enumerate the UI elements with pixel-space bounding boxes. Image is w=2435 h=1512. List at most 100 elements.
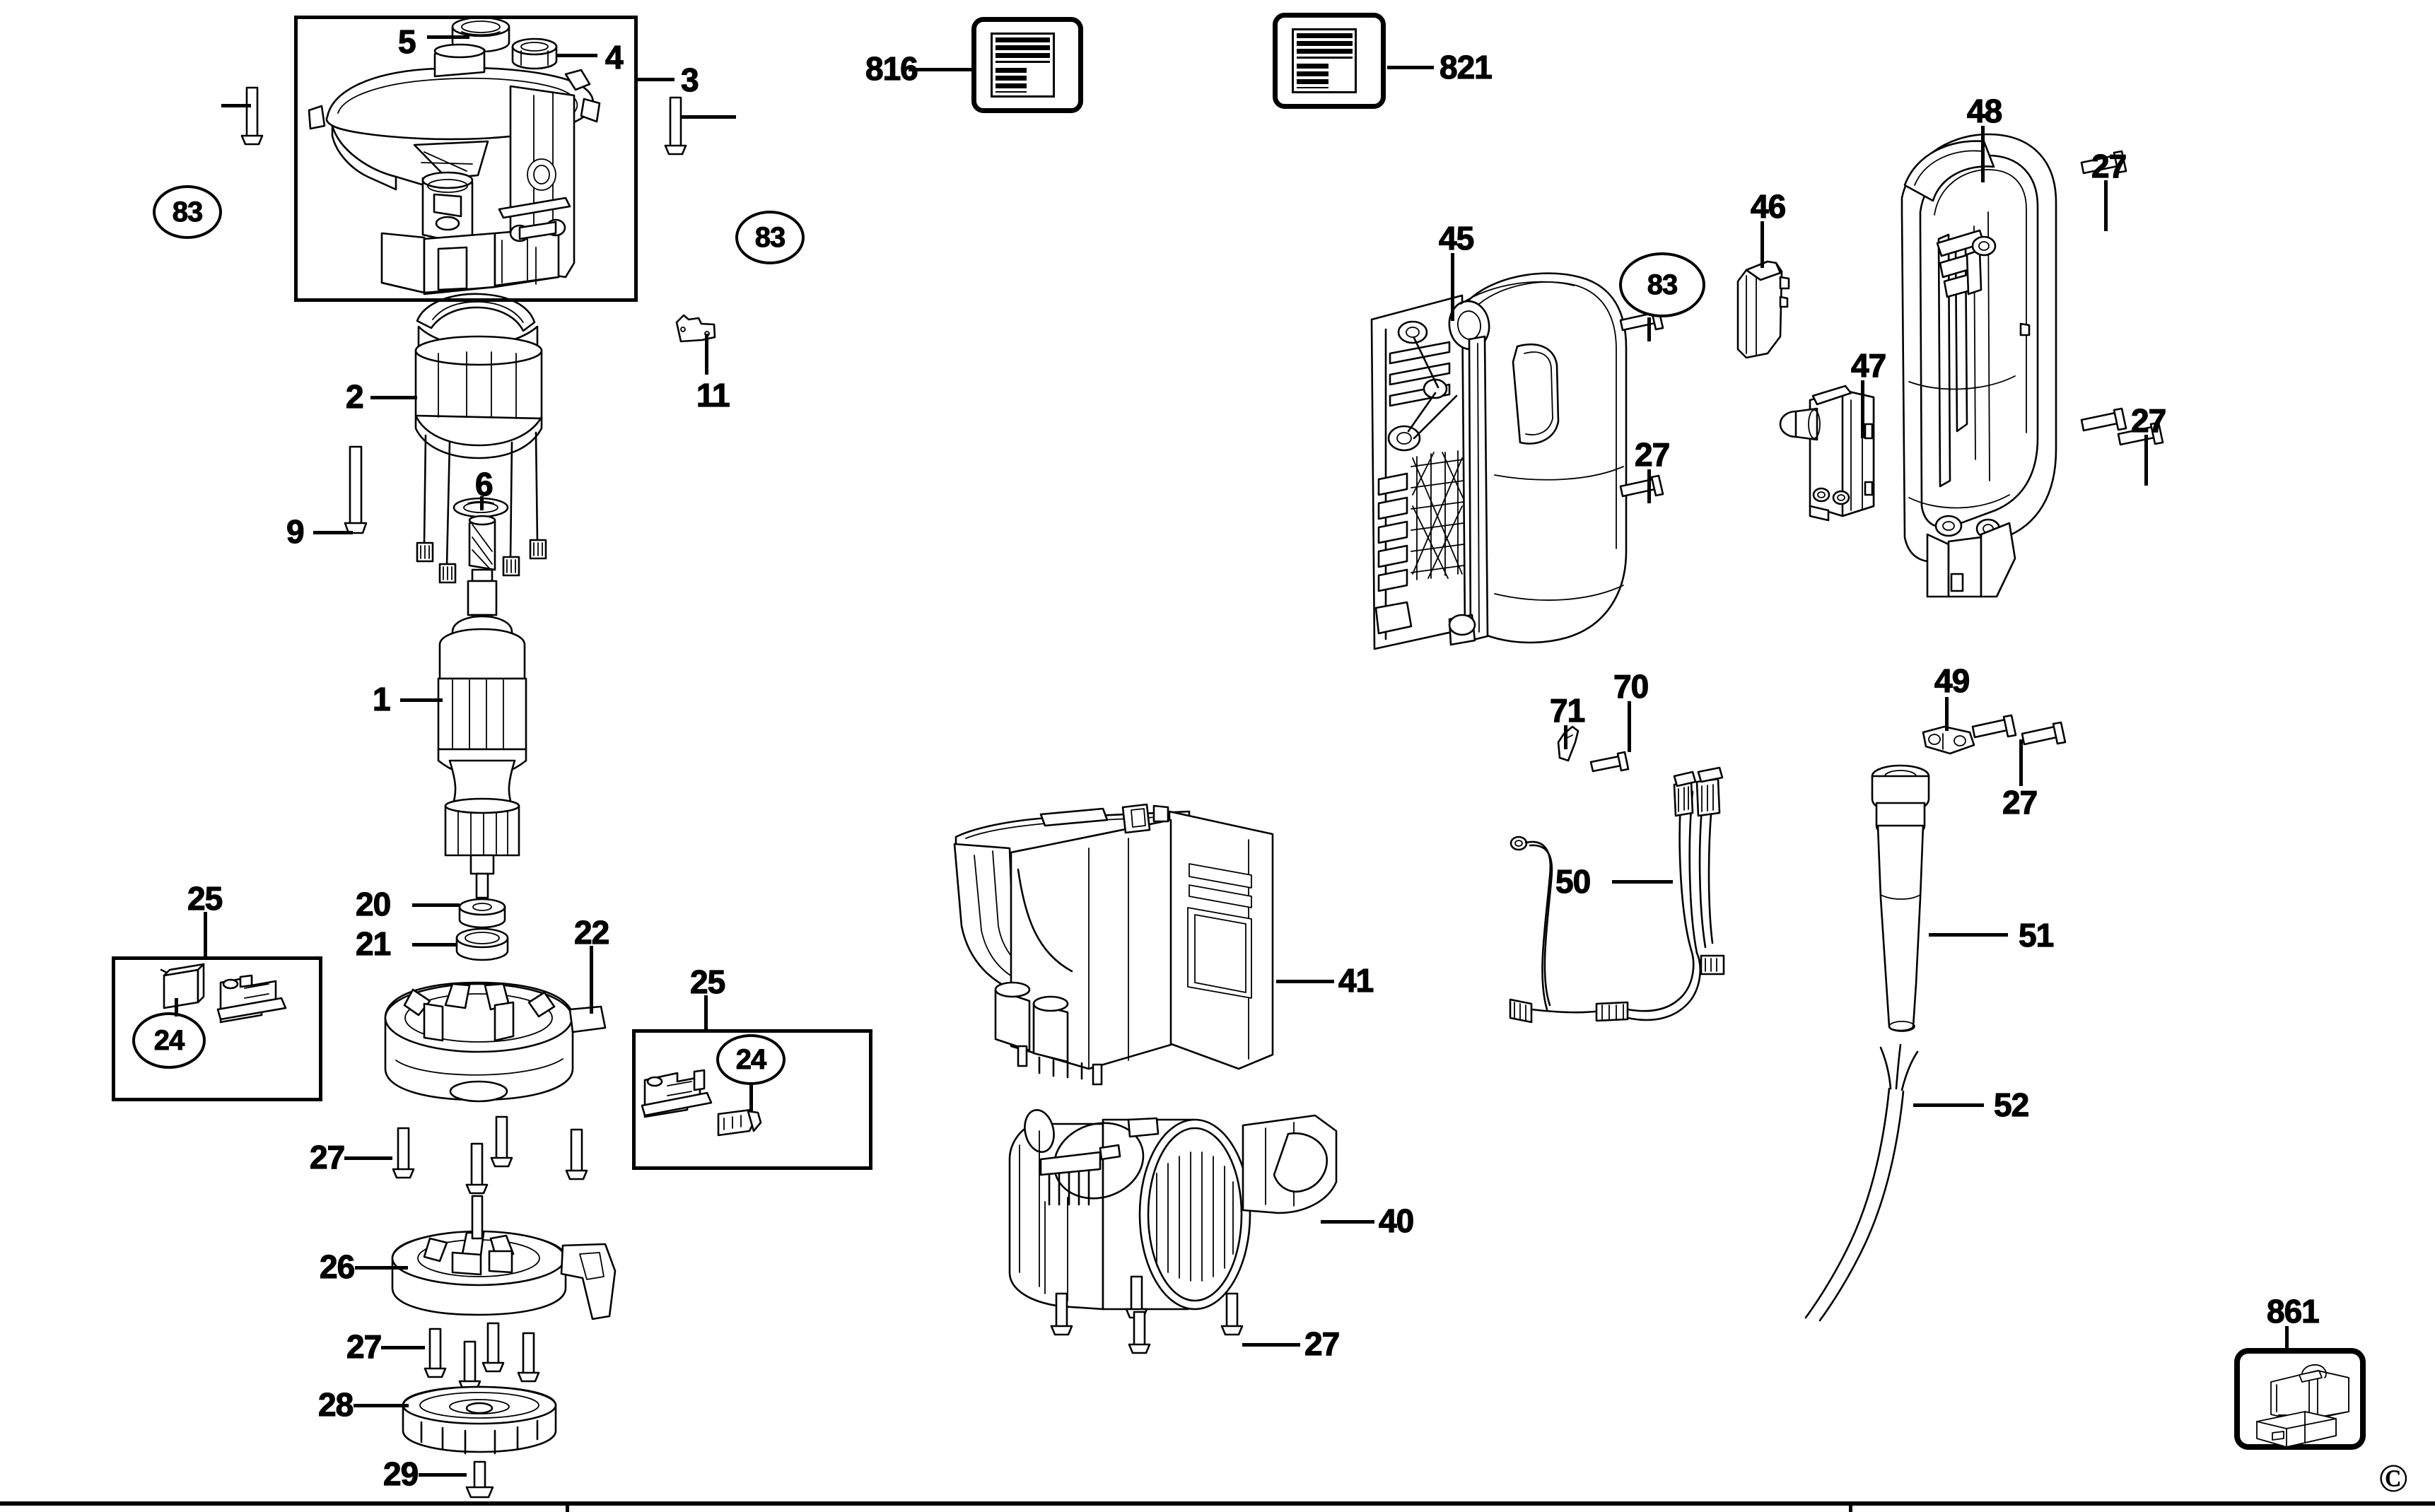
callout-71: 71	[1549, 692, 1585, 729]
callout-40: 40	[1378, 1202, 1414, 1239]
sticker-821-bar-block-bottom	[1296, 64, 1329, 88]
part-26-end-cap	[392, 1196, 615, 1319]
callout-11: 11	[696, 377, 730, 414]
part-21-ring	[457, 929, 508, 960]
part-25-right-contents	[642, 1070, 761, 1135]
leader-22	[590, 946, 593, 1014]
leader-27-upper	[344, 1156, 392, 1160]
callout-22: 22	[573, 914, 609, 951]
leader-41	[1276, 980, 1334, 983]
sticker-816-bar-block-bottom	[995, 68, 1027, 93]
callout-50: 50	[1555, 863, 1591, 900]
footer-rule	[0, 1501, 2435, 1506]
leader-27-lower	[381, 1346, 425, 1349]
leader-29	[419, 1473, 467, 1477]
leader-20	[412, 903, 460, 907]
sticker-821-bar-block-top	[1296, 33, 1353, 59]
leader-24-left	[175, 998, 178, 1016]
callout-25-left: 25	[187, 880, 223, 917]
screw-27-handle-upper	[2081, 151, 2126, 173]
leader-1	[400, 698, 443, 702]
callout-4: 4	[605, 39, 624, 76]
screw-83-left	[242, 88, 262, 144]
label-sticker-816	[971, 17, 1083, 113]
callout-52: 52	[1993, 1086, 2029, 1123]
leader-11	[705, 334, 708, 375]
part-11-bracket	[677, 315, 715, 341]
leader-47	[1861, 380, 1864, 438]
leader-27-handle-upper	[2104, 180, 2108, 231]
leader-48	[1981, 126, 1985, 182]
part-46-trigger	[1738, 262, 1789, 358]
callout-821: 821	[1439, 49, 1493, 86]
callout-26: 26	[319, 1248, 355, 1285]
footer-divider-right	[1849, 1506, 1852, 1512]
label-sticker-821	[1273, 13, 1386, 109]
screws-27-upper-row	[393, 1117, 587, 1193]
leader-45	[1451, 253, 1454, 321]
leader-27-mid	[1647, 469, 1651, 503]
leader-25-left	[204, 912, 207, 956]
screws-27-center-bottom	[1051, 1277, 1242, 1353]
bubble-24-right: 24	[716, 1034, 786, 1085]
leader-9	[313, 531, 353, 534]
callout-27-center: 27	[1304, 1325, 1340, 1362]
callout-29: 29	[383, 1455, 419, 1492]
callout-27-lower: 27	[346, 1328, 382, 1365]
part-52-power-cord	[1806, 1045, 1917, 1320]
part-9-long-screw	[345, 447, 366, 533]
callout-27-handle-upper: 27	[2091, 148, 2127, 184]
leader-2	[370, 396, 417, 399]
leader-821	[1387, 66, 1434, 69]
part-49-clamp	[1923, 727, 1974, 754]
part-41-housing	[954, 804, 1273, 1084]
callout-45: 45	[1438, 220, 1474, 257]
part-1-armature	[438, 516, 526, 898]
leader-49	[1945, 697, 1949, 731]
tool-case-drawing	[2256, 1364, 2349, 1448]
leader-861	[2285, 1326, 2289, 1352]
part-40-housing	[1010, 1107, 1336, 1309]
part-4-nut	[513, 39, 556, 69]
part-3-gear-housing	[309, 45, 600, 294]
screw-27-mid	[1621, 476, 1663, 496]
callout-28: 28	[317, 1386, 354, 1423]
callout-27-upper: 27	[309, 1139, 345, 1176]
callout-3: 3	[680, 61, 699, 98]
bubble-24-left: 24	[132, 1012, 206, 1069]
screws-27-lower-row	[425, 1323, 539, 1390]
part-22-brush-housing	[385, 983, 605, 1101]
callout-70: 70	[1613, 668, 1649, 705]
callout-9: 9	[286, 513, 305, 550]
leader-27-center	[1242, 1343, 1300, 1347]
subassembly-box-25-right	[632, 1029, 872, 1170]
bubble-83-left: 83	[153, 185, 222, 239]
callout-27-handle-lower: 27	[2130, 402, 2166, 439]
leader-71	[1564, 725, 1567, 749]
callout-5: 5	[397, 23, 416, 60]
leader-4	[556, 54, 597, 57]
part-47-switch	[1780, 386, 1874, 520]
leader-28	[354, 1404, 409, 1407]
callout-20: 20	[355, 886, 391, 922]
screws-27-handle-lower	[2081, 409, 2163, 445]
part-45-motor-housing	[1372, 274, 1626, 649]
callout-47: 47	[1850, 347, 1886, 384]
part-50-wiring-harness	[1510, 768, 1724, 1022]
sticker-816-bar-block-top	[995, 37, 1051, 64]
leader-25-right	[704, 995, 708, 1029]
callout-27-near-49: 27	[2002, 784, 2038, 821]
part-71-lever	[1558, 727, 1578, 761]
leader-26	[355, 1266, 408, 1270]
leader-27-near-49	[2019, 739, 2023, 786]
bubble-83-mid: 83	[1619, 252, 1705, 317]
footer-divider-left	[566, 1506, 569, 1512]
leader-52	[1913, 1103, 1984, 1107]
part-29-screw	[467, 1462, 493, 1497]
callout-49: 49	[1934, 662, 1970, 699]
leader-83-left	[221, 104, 251, 107]
part-20-washer	[460, 899, 505, 927]
part-25-left-contents	[161, 964, 286, 1022]
